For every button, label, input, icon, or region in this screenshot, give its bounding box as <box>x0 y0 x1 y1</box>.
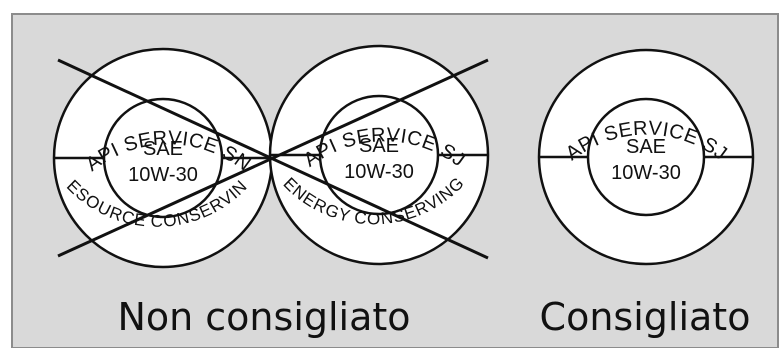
symbol-3-inner-circle <box>586 97 706 217</box>
caption-recommended: Consigliato <box>540 295 751 339</box>
symbol-1-center-line-2: 10W-30 <box>128 164 198 186</box>
symbol-1-inner-circle <box>102 97 224 219</box>
symbol-2-inner-circle <box>318 94 440 216</box>
api-symbol-1: API SERVICE SN RESOURCE CONSERVING SAE 1… <box>0 0 274 269</box>
symbol-3-center-line-1: SAE <box>626 136 666 158</box>
cross-out-line-ascending <box>57 58 489 258</box>
symbol-1-center-line-1: SAE <box>143 138 183 160</box>
api-symbol-3: API SERVICE SJ SAE 10W-30 <box>537 48 755 266</box>
api-symbol-2: API SERVICE SJ ENERGY CONSERVING SAE 10W… <box>268 44 490 266</box>
symbol-2-center-line-1: SAE <box>359 135 399 157</box>
caption-not-recommended: Non consigliato <box>117 295 410 339</box>
symbol-3-center-line-2: 10W-30 <box>611 162 681 184</box>
symbol-2-center-line-2: 10W-30 <box>344 161 414 183</box>
